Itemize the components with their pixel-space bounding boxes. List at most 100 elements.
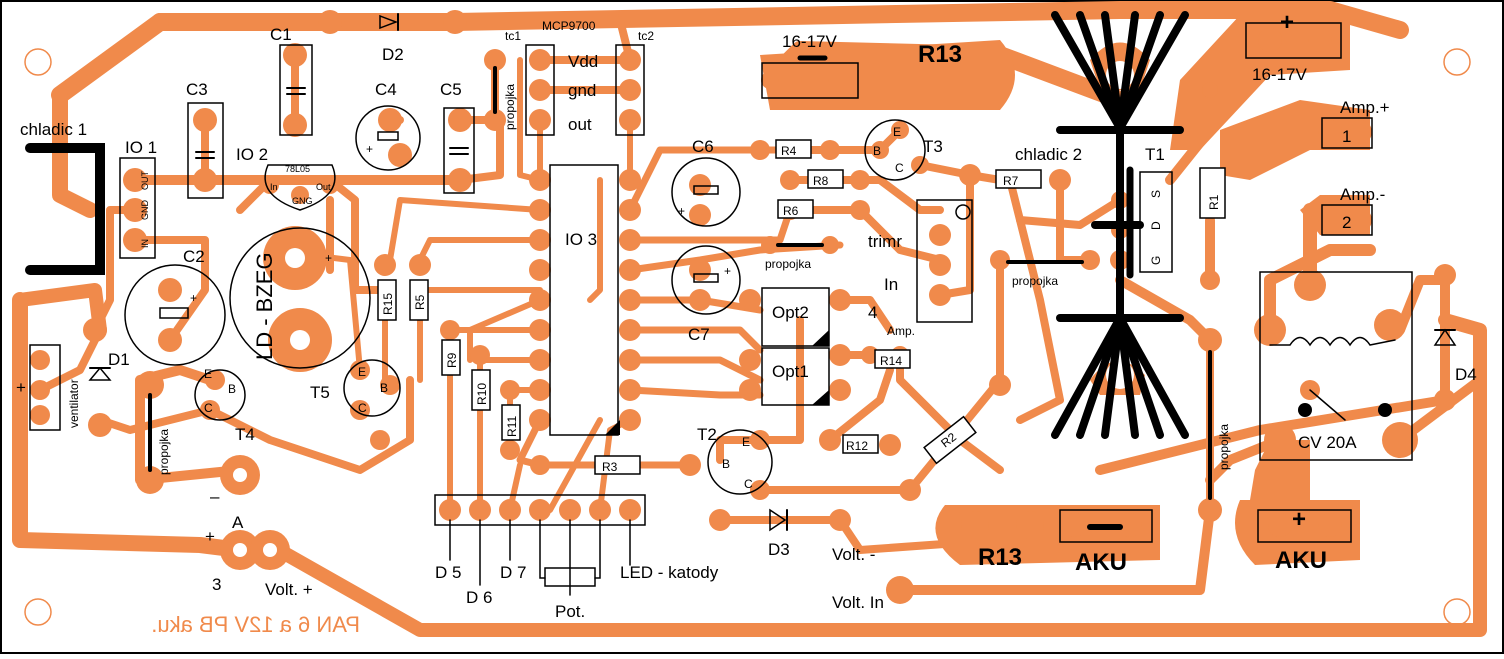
label-r10: R10 bbox=[475, 383, 489, 405]
label-chladic2: chladic 2 bbox=[1015, 145, 1082, 164]
label-t5-e: E bbox=[358, 365, 366, 379]
label-r15: R15 bbox=[381, 293, 395, 315]
label-trimr: trimr bbox=[868, 232, 902, 251]
mounting-holes bbox=[24, 48, 1471, 626]
label-r6: R6 bbox=[783, 204, 799, 218]
label-d7: D 7 bbox=[500, 563, 526, 582]
label-led-katody: LED - katody bbox=[620, 563, 719, 582]
label-r14: R14 bbox=[880, 354, 902, 368]
label-r9: R9 bbox=[445, 352, 459, 368]
label-opt2: Opt2 bbox=[772, 303, 809, 322]
label-r13-top: R13 bbox=[918, 41, 962, 68]
label-r11: R11 bbox=[505, 416, 519, 437]
label-t1-g: G bbox=[1149, 256, 1163, 265]
label-c4: C4 bbox=[375, 80, 397, 99]
label-propojka-mcp: propojka bbox=[503, 84, 517, 130]
label-t3: T3 bbox=[923, 137, 943, 156]
label-c6-plus: + bbox=[678, 204, 685, 218]
label-t3-e: E bbox=[893, 125, 901, 139]
label-io1-out: OUT bbox=[140, 171, 150, 191]
label-out: out bbox=[568, 115, 592, 134]
label-io1: IO 1 bbox=[125, 138, 157, 157]
label-in: In bbox=[884, 275, 898, 294]
label-tc2: tc2 bbox=[638, 29, 654, 43]
label-io1-in: IN bbox=[140, 239, 150, 248]
label-t1-d: D bbox=[1149, 221, 1163, 230]
label-cv20a: CV 20A bbox=[1298, 433, 1357, 452]
label-ld-plus: + bbox=[325, 251, 332, 265]
label-mcp: MCP9700 bbox=[542, 19, 596, 33]
label-ld-bzeg: LD - BZEG bbox=[252, 252, 277, 360]
label-t5-c: C bbox=[358, 401, 367, 415]
label-78l05: 78L05 bbox=[285, 164, 310, 174]
label-io1-gnd: GND bbox=[140, 200, 150, 221]
label-t4: T4 bbox=[235, 425, 255, 444]
label-chladic1: chladic 1 bbox=[20, 120, 87, 139]
label-d6: D 6 bbox=[466, 588, 492, 607]
label-t4-e: E bbox=[204, 367, 212, 381]
label-t1: T1 bbox=[1145, 145, 1165, 164]
silkscreen bbox=[25, 11, 1457, 596]
label-c5: C5 bbox=[440, 80, 462, 99]
label-opt1: Opt1 bbox=[772, 362, 809, 381]
label-plus-a: + bbox=[205, 527, 215, 546]
label-r1: R1 bbox=[1207, 194, 1221, 210]
label-d1: D1 bbox=[108, 350, 130, 369]
label-2: 2 bbox=[1342, 213, 1351, 232]
label-r3: R3 bbox=[602, 460, 618, 474]
label-amp-plus: Amp.+ bbox=[1340, 98, 1390, 117]
label-volt-in: Volt. In bbox=[832, 593, 884, 612]
label-ventilator-plus: + bbox=[16, 378, 26, 397]
label-io3: IO 3 bbox=[565, 230, 597, 249]
label-propojka-relay: propojka bbox=[1217, 424, 1231, 470]
label-aku-plus: + bbox=[1292, 506, 1306, 533]
label-t5: T5 bbox=[310, 383, 330, 402]
label-t2-b: B bbox=[722, 457, 730, 471]
label-io2: IO 2 bbox=[236, 145, 268, 164]
label-r5: R5 bbox=[413, 294, 427, 310]
label-t3-c: C bbox=[895, 161, 904, 175]
labels: chladic 1 IO 1 C3 C1 C4 C5 D2 IO 2 78L05… bbox=[16, 9, 1477, 637]
label-d4: D4 bbox=[1455, 365, 1477, 384]
label-c4-plus: + bbox=[366, 142, 373, 156]
label-propojka-c7: propojka bbox=[765, 257, 811, 271]
label-c2: C2 bbox=[183, 247, 205, 266]
label-r13-bot: R13 bbox=[978, 544, 1022, 571]
label-board-title: PAN 6 a 12V PB aku. bbox=[151, 612, 360, 637]
label-t2-e: E bbox=[742, 435, 750, 449]
label-r7: R7 bbox=[1003, 174, 1019, 188]
label-d2: D2 bbox=[382, 45, 404, 64]
label-t4-b: B bbox=[228, 382, 236, 396]
label-c7-plus: + bbox=[724, 264, 731, 278]
label-d5: D 5 bbox=[435, 563, 461, 582]
label-r8: R8 bbox=[813, 174, 829, 188]
label-t1-s: S bbox=[1149, 190, 1163, 198]
label-t2: T2 bbox=[697, 425, 717, 444]
label-pin-gng: GNG bbox=[292, 196, 313, 206]
label-c6: C6 bbox=[692, 137, 714, 156]
label-c3: C3 bbox=[186, 80, 208, 99]
label-r4: R4 bbox=[781, 144, 797, 158]
label-16-17v-a: 16-17V bbox=[782, 32, 837, 51]
label-pin-out: Out bbox=[316, 182, 331, 192]
label-c2-plus: + bbox=[190, 291, 197, 305]
label-c1: C1 bbox=[270, 25, 292, 44]
label-pin-in: In bbox=[270, 182, 278, 192]
label-16-17v-b: 16-17V bbox=[1252, 65, 1307, 84]
label-4: 4 bbox=[868, 303, 877, 322]
label-vdd: Vdd bbox=[568, 52, 598, 71]
label-t4-c: C bbox=[204, 401, 213, 415]
label-volt-plus: Volt. + bbox=[265, 580, 313, 599]
label-aku-b: AKU bbox=[1275, 547, 1327, 574]
label-gnd: gnd bbox=[568, 81, 596, 100]
label-c7: C7 bbox=[688, 325, 710, 344]
label-t5-b: B bbox=[380, 381, 388, 395]
label-d3: D3 bbox=[768, 540, 790, 559]
label-propojka-t1: propojka bbox=[1012, 274, 1058, 288]
label-1: 1 bbox=[1342, 127, 1351, 146]
label-amp: Amp. bbox=[887, 324, 915, 338]
label-t2-c: C bbox=[744, 477, 753, 491]
label-t3-b: B bbox=[873, 144, 881, 158]
